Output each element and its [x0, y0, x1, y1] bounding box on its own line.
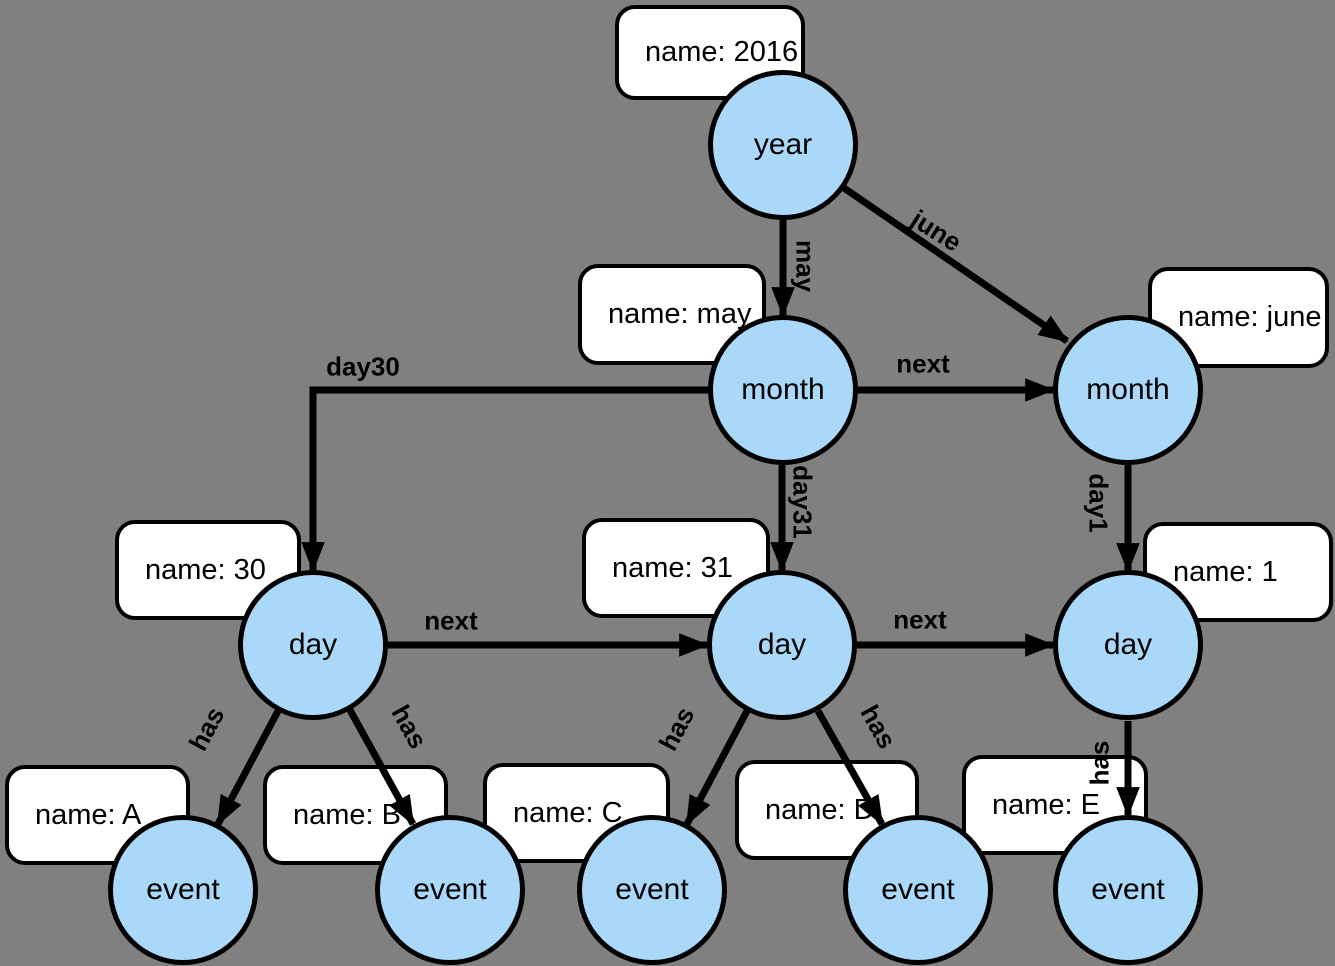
- property-box-year: name: 2016: [615, 5, 805, 100]
- node-label: month: [1086, 373, 1170, 406]
- property-label: name: B: [293, 798, 401, 831]
- node-month-june: month: [1053, 315, 1203, 465]
- node-month-may: month: [708, 315, 858, 465]
- edge-month-may-day-30: [301, 386, 708, 573]
- property-label: name: A: [35, 798, 142, 831]
- edge-label-next-months: next: [896, 348, 950, 379]
- edge-label-day31: day31: [787, 465, 818, 539]
- edge-label-next-days-1: next: [424, 605, 478, 636]
- node-event-c: event: [577, 815, 727, 965]
- node-label: year: [753, 128, 813, 161]
- property-label: name: 1: [1173, 555, 1278, 588]
- node-label: day: [1103, 628, 1153, 661]
- edge-label-may: may: [790, 239, 821, 293]
- edge-day-30-event-b: [346, 708, 417, 826]
- node-label: event: [413, 873, 487, 906]
- node-label: month: [741, 373, 825, 406]
- node-event-d: event: [843, 815, 993, 965]
- property-label: name: 31: [612, 551, 733, 584]
- edge-label-has-e: has: [1084, 740, 1115, 786]
- edge-day-31-event-c: [683, 709, 751, 826]
- node-label: event: [146, 873, 220, 906]
- property-label: name: C: [513, 796, 623, 829]
- node-day-31: day: [707, 570, 857, 720]
- property-label: name: E: [992, 788, 1100, 821]
- edge-label-day30: day30: [326, 351, 400, 382]
- edge-year-month-june: [842, 185, 1069, 344]
- node-label: event: [881, 873, 955, 906]
- property-label: name: may: [608, 298, 752, 330]
- node-event-b: event: [375, 815, 525, 965]
- node-label: event: [1091, 873, 1165, 906]
- property-label: name: june: [1178, 301, 1322, 333]
- property-label: name: 2016: [645, 36, 799, 68]
- node-label: day: [757, 628, 807, 661]
- node-day-30: day: [238, 570, 388, 720]
- edge-label-day1: day1: [1083, 473, 1114, 533]
- node-label: day: [288, 628, 338, 661]
- edge-label-next-days-2: next: [893, 604, 947, 635]
- property-box-event-c: name: C: [483, 763, 670, 863]
- node-day-1: day: [1053, 570, 1203, 720]
- node-event-e: event: [1053, 815, 1203, 965]
- edge-day-30-event-a: [214, 709, 282, 826]
- node-event-a: event: [108, 815, 258, 965]
- node-year: year: [708, 70, 858, 220]
- property-label: name: 30: [145, 553, 266, 586]
- node-label: event: [615, 873, 689, 906]
- edge-day-31-event-d: [814, 709, 886, 826]
- property-label: name: D: [765, 793, 875, 826]
